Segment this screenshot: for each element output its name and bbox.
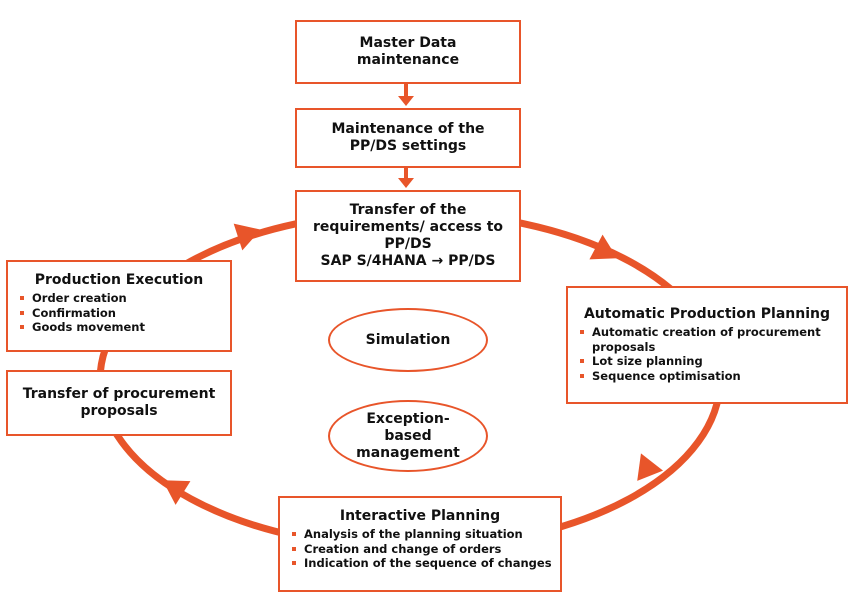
box-transfer-requirements: Transfer of the requirements/ access to … [295, 190, 521, 282]
list-item: Goods movement [16, 320, 222, 335]
production-execution-list: Order creation Confirmation Goods moveme… [16, 291, 222, 335]
interactive-planning-title: Interactive Planning [339, 508, 501, 524]
list-item: Automatic creation of procurement propos… [576, 325, 838, 354]
box-production-execution: Production Execution Order creation Conf… [6, 260, 232, 352]
simulation-label: Simulation [365, 331, 451, 348]
ellipse-simulation: Simulation [328, 308, 488, 372]
auto-planning-title: Automatic Production Planning [583, 306, 831, 322]
box-automatic-planning: Automatic Production Planning Automatic … [566, 286, 848, 404]
box-transfer-procurement: Transfer of procurement proposals [6, 370, 232, 436]
arrowhead-down [398, 96, 414, 106]
transfer-req-line: SAP S/4HANA → PP/DS [320, 253, 496, 269]
ellipse-exception: Exception-based management [328, 400, 488, 472]
arrowhead-down [398, 178, 414, 188]
auto-planning-list: Automatic creation of procurement propos… [576, 325, 838, 383]
box-master-data: Master Data maintenance [295, 20, 521, 84]
list-item: Lot size planning [576, 354, 838, 369]
box-master-data-label: Master Data maintenance [356, 35, 460, 68]
exception-label: Exception-based management [356, 410, 460, 461]
transfer-req-line: PP/DS [384, 236, 432, 252]
transfer-procurement-label: Transfer of procurement proposals [22, 386, 216, 419]
box-ppds-settings-label: Maintenance of the PP/DS settings [331, 121, 485, 154]
box-ppds-settings: Maintenance of the PP/DS settings [295, 108, 521, 168]
cycle-arrowhead [589, 234, 618, 260]
production-execution-title: Production Execution [34, 272, 204, 288]
box-interactive-planning: Interactive Planning Analysis of the pla… [278, 496, 562, 592]
list-item: Indication of the sequence of changes [288, 556, 552, 571]
cycle-arrowhead [162, 480, 191, 505]
list-item: Order creation [16, 291, 222, 306]
list-item: Sequence optimisation [576, 369, 838, 384]
list-item: Confirmation [16, 306, 222, 321]
transfer-req-line: Transfer of the [349, 202, 467, 218]
interactive-planning-list: Analysis of the planning situation Creat… [288, 527, 552, 571]
list-item: Analysis of the planning situation [288, 527, 552, 542]
cycle-arrowhead [233, 223, 261, 251]
transfer-req-line: requirements/ access to [312, 219, 504, 235]
list-item: Creation and change of orders [288, 542, 552, 557]
cycle-arrowhead [637, 453, 664, 481]
